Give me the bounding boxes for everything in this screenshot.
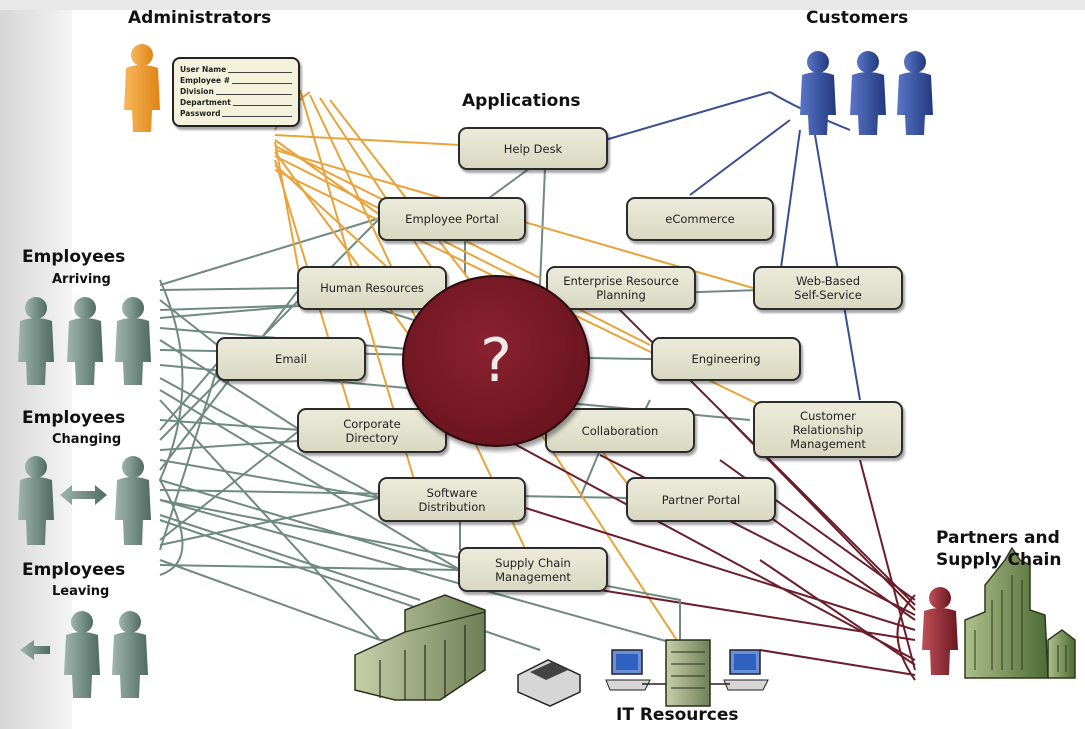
partner-figure [922,587,958,675]
applications-label: Applications [462,91,581,111]
app-help-desk[interactable]: Help Desk [458,127,608,170]
top-backdrop [0,0,1085,10]
tower-server-icon [642,639,730,707]
admin-credentials-form: User Name Employee # Division Department… [172,57,300,127]
employees-arriving-title: Employees [22,247,126,267]
form-label-division: Division [180,87,214,96]
app-human-resources[interactable]: Human Resources [297,266,447,310]
employees-arriving-figures [18,297,151,385]
question-mark-circle: ? [402,275,590,447]
it-resources-label: IT Resources [616,705,739,725]
form-line-division: Division [180,86,292,97]
employees-changing-figures [18,456,151,545]
left-arrow-icon [20,640,50,660]
employee-bracket [158,279,184,576]
form-label-password: Password [180,109,221,118]
form-line-user-name: User Name [180,64,292,75]
form-label-employee-num: Employee # [180,76,230,85]
customer-wires [604,91,861,401]
employees-changing-sub: Changing [52,432,122,447]
form-line-password: Password [180,108,292,119]
computer-icon [605,649,769,691]
app-partner-portal[interactable]: Partner Portal [626,477,776,522]
printer-icon [517,659,581,707]
partners-label: Partners and Supply Chain [936,528,1062,570]
employees-leaving-title: Employees [22,560,126,580]
employees-leaving-sub: Leaving [52,584,110,599]
app-ecommerce[interactable]: eCommerce [626,197,774,241]
form-line-employee-num: Employee # [180,75,292,86]
server-icon [354,594,486,701]
administrators-label: Administrators [128,8,272,28]
employees-arriving-sub: Arriving [52,272,111,287]
app-supply-chain-management[interactable]: Supply Chain Management [458,547,608,592]
administrator-figure [124,44,160,132]
app-email[interactable]: Email [216,337,366,381]
app-collaboration[interactable]: Collaboration [545,408,695,453]
app-corporate-directory[interactable]: Corporate Directory [297,408,447,453]
app-software-distribution[interactable]: Software Distribution [378,477,526,522]
form-label-user-name: User Name [180,65,227,74]
app-customer-relationship-management[interactable]: Customer Relationship Management [753,401,903,458]
form-line-department: Department [180,97,292,108]
app-employee-portal[interactable]: Employee Portal [378,197,526,241]
building-icon [964,546,1076,679]
customers-label: Customers [806,8,909,28]
partner-bracket [896,594,916,681]
employees-changing-title: Employees [22,408,126,428]
employees-leaving-figures [20,611,148,698]
double-arrow-icon [60,485,107,505]
customer-figures [800,51,933,135]
app-engineering[interactable]: Engineering [651,337,801,381]
app-web-based-self-service[interactable]: Web-Based Self-Service [753,266,903,310]
form-label-department: Department [180,98,231,107]
app-enterprise-resource-planning[interactable]: Enterprise Resource Planning [546,266,696,310]
